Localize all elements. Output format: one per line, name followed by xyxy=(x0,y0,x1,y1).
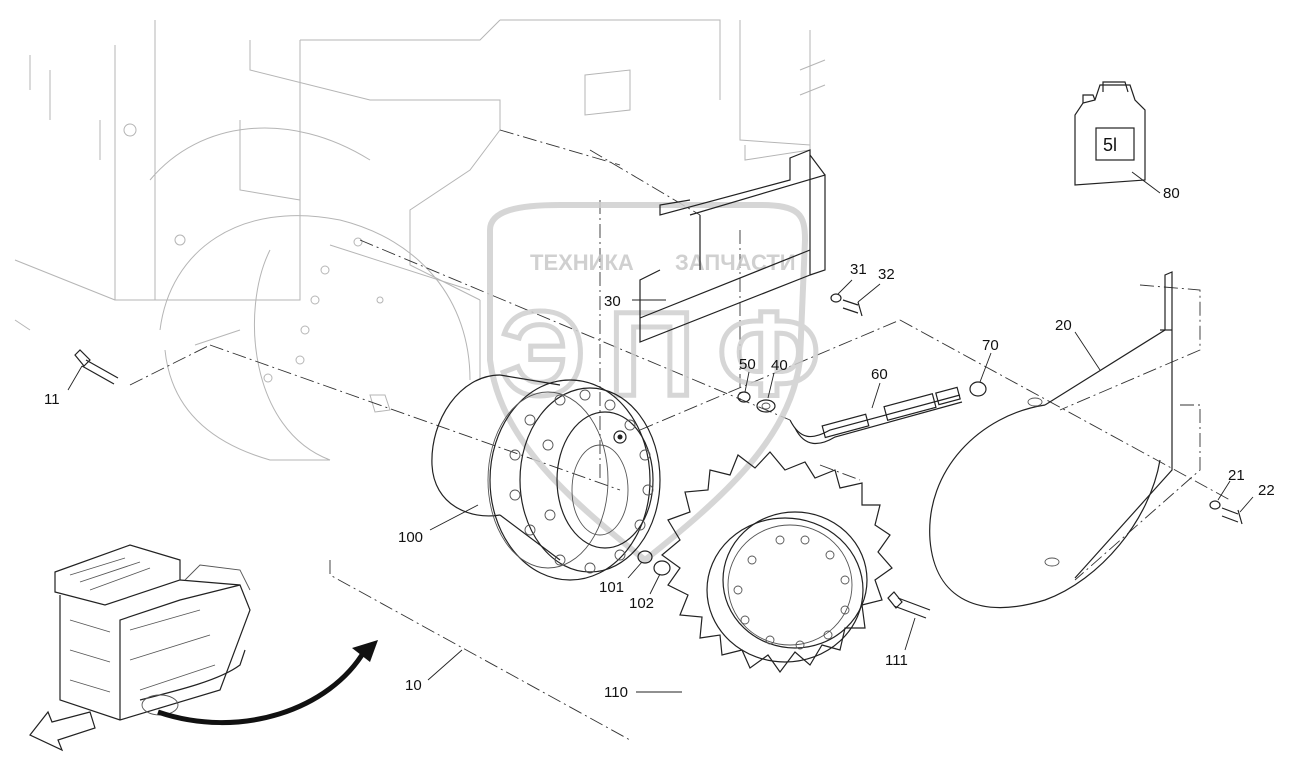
callout-22: 22 xyxy=(1258,482,1275,499)
callout-20: 20 xyxy=(1055,317,1072,334)
small-hardware xyxy=(74,293,1243,619)
callout-110: 110 xyxy=(604,684,628,701)
callout-11: 11 xyxy=(44,391,60,408)
drive-bolt-holes xyxy=(509,389,654,574)
callout-21: 21 xyxy=(1228,467,1245,484)
callout-70: 70 xyxy=(982,337,999,354)
machine-frame-background xyxy=(14,19,826,461)
callout-60: 60 xyxy=(871,366,888,383)
location-arrow xyxy=(157,640,378,726)
callout-101: 101 xyxy=(599,579,624,596)
callout-111: 111 xyxy=(885,652,908,669)
assembly-center-lines xyxy=(129,129,1231,741)
watermark-right-text: ЗАПЧАСТИ xyxy=(675,250,796,275)
callout-10: 10 xyxy=(405,677,422,694)
drive-motor-part-100 xyxy=(431,374,661,581)
callout-30: 30 xyxy=(604,293,621,310)
cover-disc-part-20 xyxy=(929,271,1173,608)
callout-labels: 10 11 20 21 22 30 31 32 40 50 60 70 80 1… xyxy=(44,185,1275,701)
callout-80: 80 xyxy=(1163,185,1180,202)
cover-plate-part-30 xyxy=(639,149,826,343)
oil-can-label: 5l xyxy=(1103,135,1117,155)
callout-leader-lines xyxy=(67,171,1254,693)
machine-location-thumbnail xyxy=(29,544,251,752)
sprocket-bolt-holes xyxy=(733,535,850,650)
watermark-left-text: ТЕХНИКА xyxy=(530,250,634,275)
callout-50: 50 xyxy=(739,356,756,373)
callout-31: 31 xyxy=(850,261,867,278)
callout-102: 102 xyxy=(629,595,654,612)
oil-can-part-80: 5l xyxy=(1074,81,1146,186)
callout-40: 40 xyxy=(771,357,788,374)
callout-32: 32 xyxy=(878,266,895,283)
sprocket-part-110 xyxy=(661,451,893,674)
watermark: ТЕХНИКА ЗАПЧАСТИ ЭПФ xyxy=(487,202,823,564)
hose-part-60 xyxy=(789,386,963,444)
callout-100: 100 xyxy=(398,529,423,546)
